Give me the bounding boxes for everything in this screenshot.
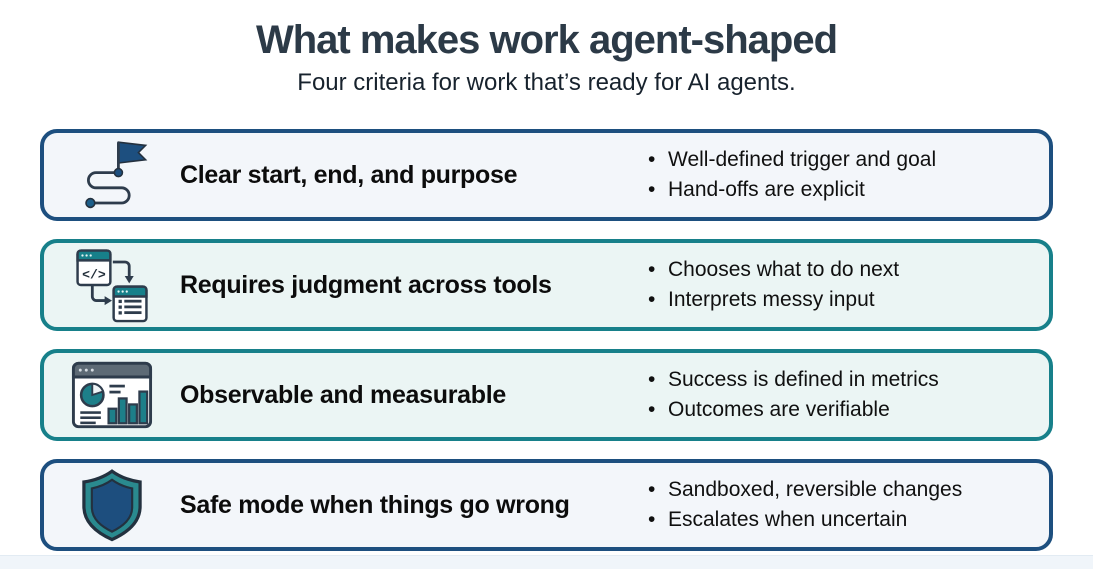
bullet-glyph: • — [648, 288, 656, 311]
page-title: What makes work agent-shaped — [255, 18, 838, 62]
bullet-text: Interprets messy input — [668, 288, 875, 311]
bullet-text: Outcomes are verifiable — [668, 398, 890, 421]
criteria-card-safe-mode: Safe mode when things go wrong • Sandbox… — [40, 459, 1053, 551]
bullet-text: Hand-offs are explicit — [668, 178, 865, 201]
bullet-item: • Success is defined in metrics — [648, 365, 1031, 395]
page-subtitle: Four criteria for work that’s ready for … — [297, 69, 796, 96]
bullet-glyph: • — [648, 178, 656, 201]
bullet-item: • Chooses what to do next — [648, 255, 1031, 285]
bullet-glyph: • — [648, 398, 656, 421]
dashboard-chart-icon — [44, 359, 180, 431]
bullet-glyph: • — [648, 508, 656, 531]
criteria-title: Clear start, end, and purpose — [180, 160, 518, 189]
bullet-glyph: • — [648, 478, 656, 502]
bullet-item: • Well-defined trigger and goal — [648, 145, 1031, 175]
bullet-text: Escalates when uncertain — [668, 508, 908, 531]
criteria-list: Clear start, end, and purpose • Well-def… — [40, 129, 1053, 569]
criteria-bullets: • Well-defined trigger and goal • Hand-o… — [648, 145, 1049, 205]
criteria-title: Observable and measurable — [180, 380, 506, 409]
bullet-glyph: • — [648, 368, 656, 392]
criteria-bullets: • Sandboxed, reversible changes • Escala… — [648, 475, 1049, 535]
bullet-text: Chooses what to do next — [668, 258, 900, 282]
bullet-text: Well-defined trigger and goal — [668, 148, 937, 172]
bottom-divider — [0, 555, 1093, 569]
bullet-glyph: • — [648, 148, 656, 172]
svg-text:</>: </> — [82, 267, 106, 282]
bullet-text: Success is defined in metrics — [668, 368, 939, 392]
criteria-card-observable: Observable and measurable • Success is d… — [40, 349, 1053, 441]
bullet-glyph: • — [648, 258, 656, 282]
route-flag-icon — [44, 135, 180, 215]
shield-icon — [44, 467, 180, 543]
criteria-bullets: • Chooses what to do next • Interprets m… — [648, 255, 1049, 315]
bullet-item: • Sandboxed, reversible changes — [648, 475, 1031, 505]
bullet-item: • Outcomes are verifiable — [648, 395, 1031, 425]
criteria-card-clear-start: Clear start, end, and purpose • Well-def… — [40, 129, 1053, 221]
bullet-item: • Interprets messy input — [648, 285, 1031, 315]
connected-windows-icon: </> — [44, 244, 180, 326]
bullet-item: • Escalates when uncertain — [648, 505, 1031, 535]
criteria-title: Requires judgment across tools — [180, 270, 552, 299]
bullet-text: Sandboxed, reversible changes — [668, 478, 963, 502]
criteria-card-judgment-tools: </> Requires judgment across tools — [40, 239, 1053, 331]
bullet-item: • Hand-offs are explicit — [648, 175, 1031, 205]
header: What makes work agent-shaped Four criter… — [0, 0, 1093, 97]
criteria-bullets: • Success is defined in metrics • Outcom… — [648, 365, 1049, 425]
criteria-title: Safe mode when things go wrong — [180, 490, 570, 519]
